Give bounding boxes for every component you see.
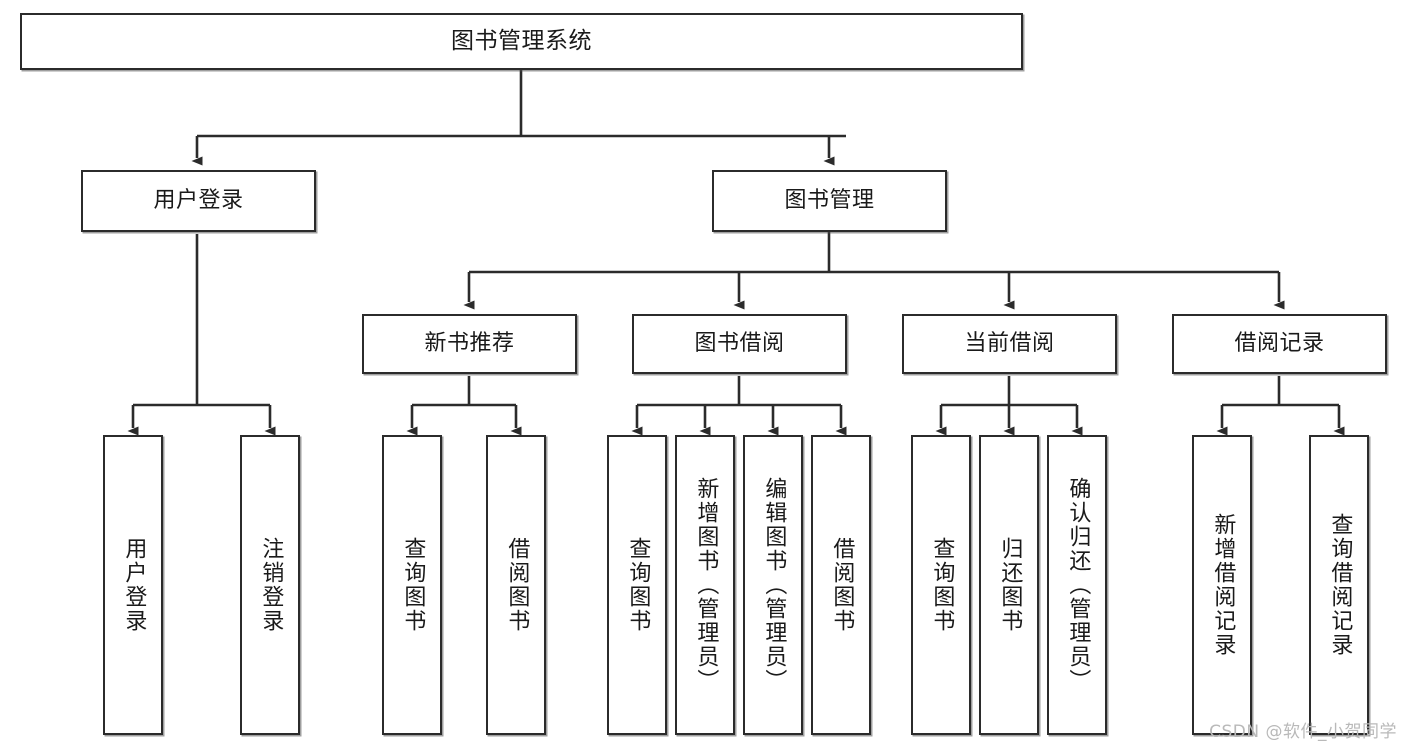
- node-label: 用户登录: [121, 537, 147, 633]
- node-leaf-borrow-add-book[interactable]: 新增图书（管理员）: [675, 435, 735, 735]
- node-label: 编辑图书（管理员）: [761, 477, 787, 693]
- node-label: 新增图书（管理员）: [693, 477, 719, 693]
- node-label: 查询图书: [625, 537, 651, 633]
- node-label: 借阅图书: [504, 537, 530, 633]
- node-leaf-borrow-borrow-book[interactable]: 借阅图书: [811, 435, 871, 735]
- node-leaf-rec-query-record[interactable]: 查询借阅记录: [1309, 435, 1369, 735]
- node-label: 注销登录: [258, 537, 284, 633]
- node-label: 归还图书: [997, 537, 1023, 633]
- node-label: 图书管理: [784, 187, 875, 213]
- node-borrow-record[interactable]: 借阅记录: [1172, 314, 1387, 374]
- node-label: 查询借阅记录: [1327, 513, 1353, 657]
- node-leaf-borrow-query-book[interactable]: 查询图书: [607, 435, 667, 735]
- csdn-watermark: CSDN @软件_小贺同学: [1209, 722, 1397, 742]
- node-book-borrow[interactable]: 图书借阅: [632, 314, 847, 374]
- node-leaf-borrow-edit-book[interactable]: 编辑图书（管理员）: [743, 435, 803, 735]
- node-leaf-cur-confirm-return[interactable]: 确认归还（管理员）: [1047, 435, 1107, 735]
- node-label: 查询图书: [400, 537, 426, 633]
- node-leaf-user-logout[interactable]: 注销登录: [240, 435, 300, 735]
- node-user-login[interactable]: 用户登录: [81, 170, 316, 232]
- node-leaf-rec-borrow-book[interactable]: 借阅图书: [486, 435, 546, 735]
- node-new-book-rec[interactable]: 新书推荐: [362, 314, 577, 374]
- node-label: 图书借阅: [694, 330, 785, 356]
- node-leaf-cur-query-book[interactable]: 查询图书: [911, 435, 971, 735]
- node-label: 新增借阅记录: [1210, 513, 1236, 657]
- node-label: 当前借阅: [964, 330, 1055, 356]
- node-label: 图书管理系统: [451, 27, 592, 54]
- node-label: 借阅记录: [1234, 330, 1325, 356]
- node-root-system[interactable]: 图书管理系统: [20, 13, 1023, 70]
- node-label: 确认归还（管理员）: [1065, 477, 1091, 693]
- node-label: 新书推荐: [424, 330, 515, 356]
- node-leaf-cur-return-book[interactable]: 归还图书: [979, 435, 1039, 735]
- node-current-borrow[interactable]: 当前借阅: [902, 314, 1117, 374]
- node-book-manage[interactable]: 图书管理: [712, 170, 947, 232]
- node-leaf-rec-add-record[interactable]: 新增借阅记录: [1192, 435, 1252, 735]
- node-label: 借阅图书: [829, 537, 855, 633]
- node-leaf-rec-query-book[interactable]: 查询图书: [382, 435, 442, 735]
- node-label: 查询图书: [929, 537, 955, 633]
- node-leaf-user-login[interactable]: 用户登录: [103, 435, 163, 735]
- node-label: 用户登录: [153, 187, 244, 213]
